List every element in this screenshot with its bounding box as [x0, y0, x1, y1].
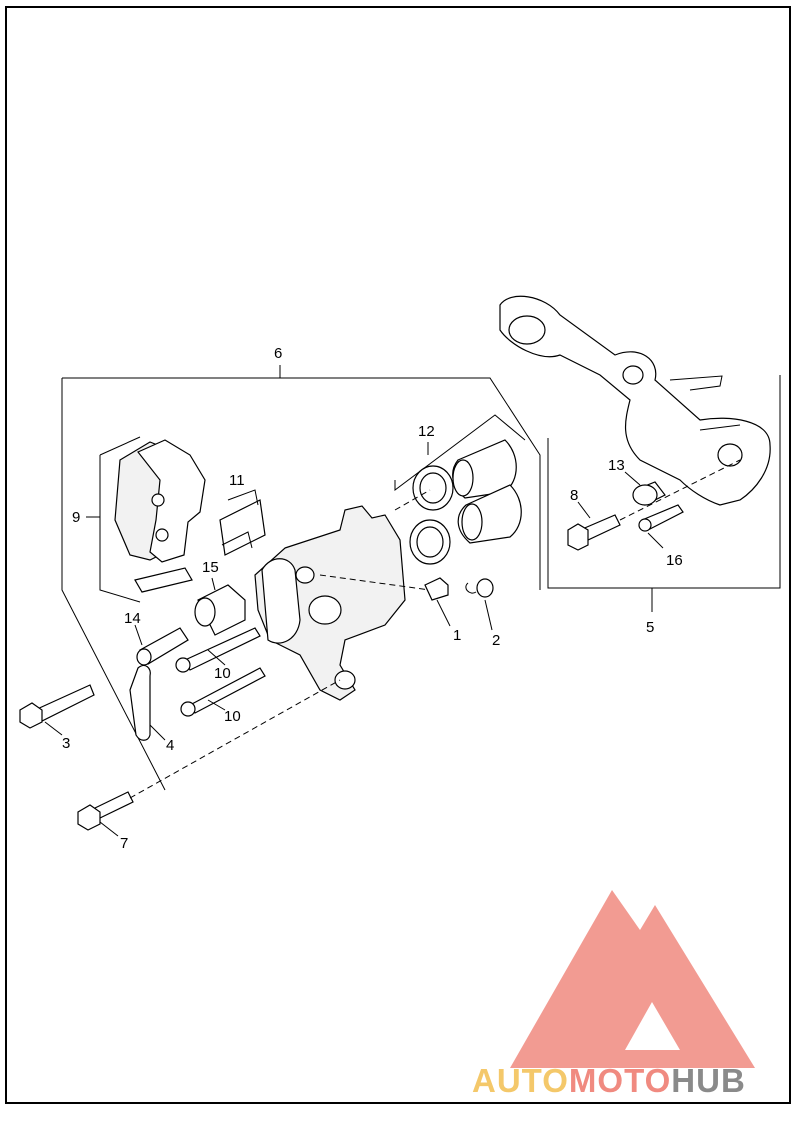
callout-1: 1	[453, 627, 461, 644]
callout-14: 14	[124, 610, 141, 627]
callout-10a: 10	[214, 665, 231, 682]
pad-spring-clip	[219, 489, 266, 556]
callout-8: 8	[570, 487, 578, 504]
callout-9: 9	[72, 509, 80, 526]
callout-13: 13	[608, 457, 625, 474]
callout-4: 4	[166, 737, 174, 754]
slide-pin-assembly	[567, 459, 741, 551]
callout-6: 6	[274, 345, 282, 362]
spacer-plate	[129, 664, 166, 741]
watermark-auto: AUTO	[472, 1062, 569, 1099]
piston-set	[394, 414, 526, 565]
callout-3: 3	[62, 735, 70, 752]
mounting-bolt-3	[19, 684, 95, 736]
watermark-triangle	[510, 890, 755, 1068]
brake-pad-set	[86, 436, 206, 603]
watermark-wordmark: AUTOMOTOHUB	[472, 1062, 746, 1100]
caliper-body	[254, 505, 406, 701]
bleed-screw-and-cap	[319, 574, 494, 631]
callout-10b: 10	[224, 708, 241, 725]
callout-11: 11	[229, 472, 245, 489]
callout-labels: 1 2 3 4 5 6 7 8 9 10 10 11 12 13 14 15 1…	[62, 345, 683, 852]
mounting-bolt-7	[77, 679, 341, 837]
watermark-logo-mark	[510, 890, 755, 1068]
diagram-frame	[5, 6, 791, 1104]
callout-5: 5	[646, 619, 654, 636]
callout-7: 7	[120, 835, 128, 852]
caliper-mounting-bracket	[499, 295, 771, 506]
watermark-moto: MOTO	[568, 1062, 672, 1099]
callout-16: 16	[666, 552, 683, 569]
watermark-hub: HUB	[671, 1062, 746, 1099]
slide-pin-bushing	[134, 577, 246, 666]
callout-2: 2	[492, 632, 500, 649]
caliper-bolt-upper	[175, 627, 261, 673]
caliper-bolt-lower	[180, 667, 266, 717]
group-bracket-6	[61, 365, 541, 791]
callout-15: 15	[202, 559, 219, 576]
group-bracket-5	[547, 375, 781, 612]
callout-12: 12	[418, 423, 435, 440]
